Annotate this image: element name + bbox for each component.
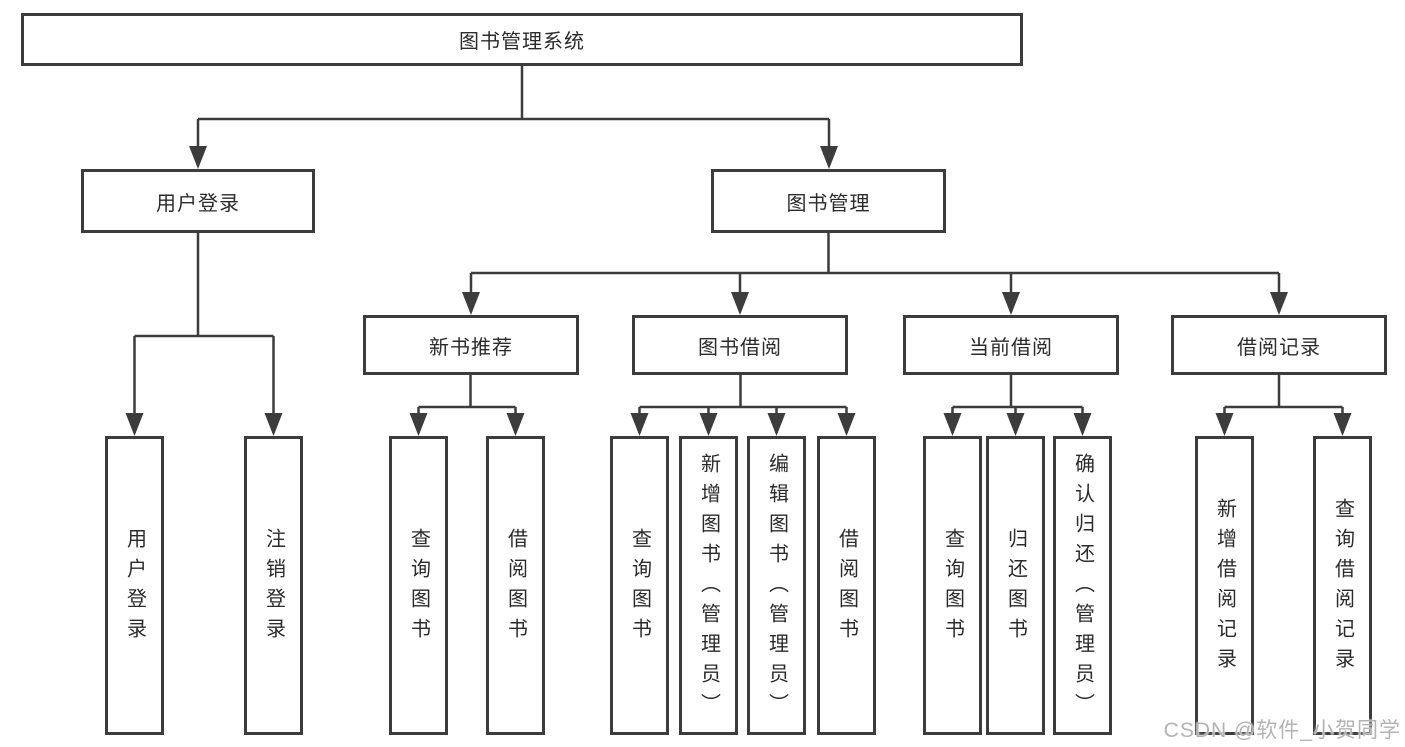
leaf-current-query-books: 查询图书 [923, 436, 982, 735]
leaf-records-add-record: 新增借阅记录 [1195, 436, 1254, 735]
leaf-recommend-query-books: 查询图书 [389, 436, 448, 735]
csdn-watermark: CSDN @软件_小贺同学 [1163, 719, 1401, 742]
leaf-logout: 注销登录 [244, 436, 303, 735]
leaf-borrow-add-books-admin: 新增图书（管理员） [679, 436, 738, 735]
leaf-borrow-query-books: 查询图书 [610, 436, 669, 735]
leaf-records-query-record: 查询借阅记录 [1313, 436, 1372, 735]
node-current-borrow: 当前借阅 [903, 315, 1119, 375]
leaf-current-confirm-return-admin: 确认归还（管理员） [1053, 436, 1112, 735]
leaf-borrow-edit-books-admin: 编辑图书（管理员） [747, 436, 806, 735]
node-root: 图书管理系统 [21, 13, 1023, 66]
node-book-borrow: 图书借阅 [632, 315, 848, 375]
leaf-recommend-borrow-books: 借阅图书 [486, 436, 545, 735]
leaf-current-return-books: 归还图书 [986, 436, 1045, 735]
node-new-book-recommend: 新书推荐 [363, 315, 579, 375]
connector-lines [133, 66, 1344, 433]
node-book-management: 图书管理 [711, 169, 946, 233]
node-user-login: 用户登录 [81, 169, 315, 233]
arrowhead-icons [125, 146, 1352, 436]
leaf-borrow-borrow-books: 借阅图书 [817, 436, 876, 735]
node-borrow-records: 借阅记录 [1171, 315, 1387, 375]
leaf-user-login: 用户登录 [105, 436, 164, 735]
